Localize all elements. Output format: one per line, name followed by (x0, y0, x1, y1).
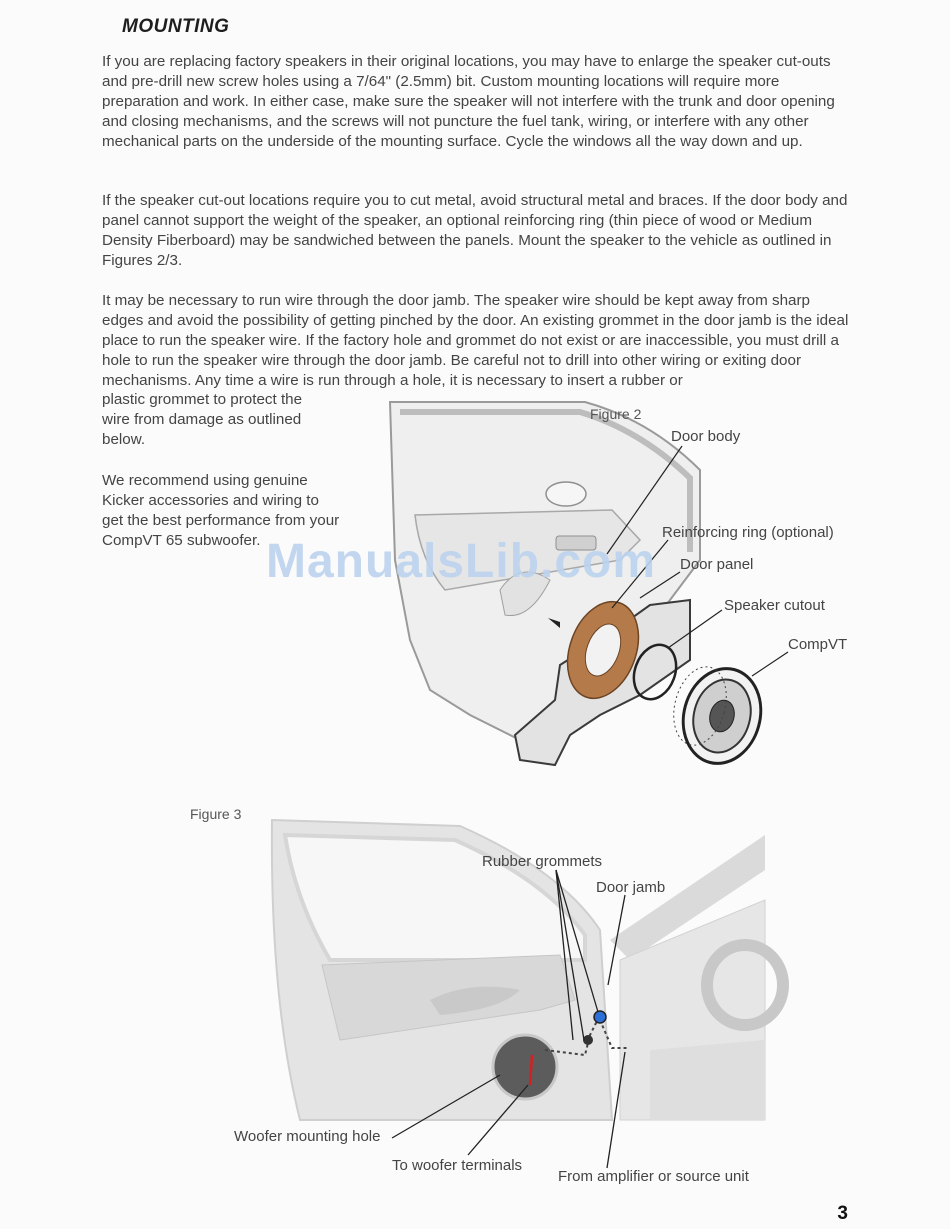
wire-red (528, 1054, 534, 1086)
reinforcing-ring (566, 600, 640, 700)
callout-door-body: Door body (671, 428, 741, 445)
callout-rubber-grommets: Rubber grommets (482, 853, 603, 870)
rubber-grommet-jamb (593, 1010, 607, 1024)
figure2-door-drawing (388, 401, 701, 742)
figure3-door-drawing (270, 818, 789, 1121)
callout-from-amplifier: From amplifier or source unit (558, 1168, 749, 1185)
paragraph-grommet-continued: plastic grommet to protect the wire from… (102, 391, 303, 448)
callout-woofer-terminals: To woofer terminals (392, 1157, 523, 1174)
paragraph-cutout-locations: If the speaker cut-out locations require… (102, 192, 848, 269)
callout-door-jamb: Door jamb (596, 879, 666, 896)
page-number: 3 (837, 1203, 848, 1224)
rubber-grommet-door (583, 1035, 593, 1045)
paragraph-recommendation: We recommend using genuine Kicker access… (102, 472, 340, 549)
section-heading: MOUNTING (122, 16, 230, 37)
figure2-label: Figure 2 (590, 406, 642, 422)
arrow-icon (548, 618, 560, 628)
callout-door-panel: Door panel (680, 556, 754, 573)
callout-woofer-hole: Woofer mounting hole (234, 1128, 381, 1145)
speaker-wire-path (544, 1014, 601, 1057)
paragraph-replacing-speakers: If you are replacing factory speakers in… (102, 53, 835, 150)
woofer-mounting-hole (491, 1033, 559, 1101)
callout-speaker-cutout: Speaker cutout (724, 597, 825, 614)
compvt-speaker (673, 666, 763, 765)
callout-compvt: CompVT (788, 636, 848, 653)
paragraph-door-jamb: It may be necessary to run wire through … (102, 292, 849, 389)
callout-reinforcing-ring: Reinforcing ring (optional) (662, 524, 834, 541)
speaker-cutout-ring (632, 643, 678, 701)
figure3-label: Figure 3 (190, 806, 242, 822)
